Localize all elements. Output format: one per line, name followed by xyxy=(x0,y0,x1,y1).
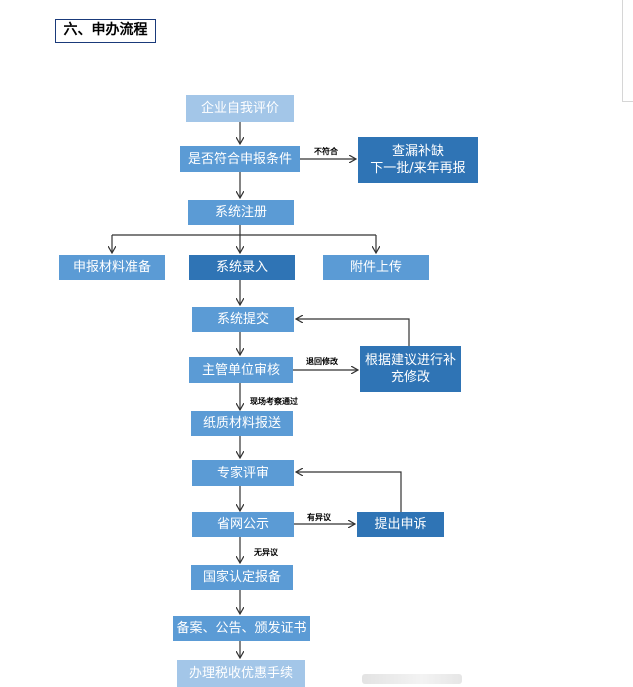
label-return-revise: 退回修改 xyxy=(306,357,338,366)
node-system-registration: 系统注册 xyxy=(188,200,294,225)
node-paper-submission: 纸质材料报送 xyxy=(191,411,293,436)
node-revise-per-suggestion: 根据建议进行补 充修改 xyxy=(360,346,461,392)
label-not-qualified: 不符合 xyxy=(314,147,338,156)
node-file-appeal: 提出申诉 xyxy=(357,512,444,537)
section-title: 六、申办流程 xyxy=(55,19,156,43)
node-fill-gaps: 查漏补缺 下一批/来年再报 xyxy=(358,137,478,183)
label-no-objection: 无异议 xyxy=(254,548,278,557)
node-attachment-upload: 附件上传 xyxy=(323,255,429,280)
node-tax-incentive: 办理税收优惠手续 xyxy=(177,660,305,687)
node-record-certificate: 备案、公告、颁发证书 xyxy=(173,616,310,641)
page-edge-line-tick xyxy=(622,101,633,102)
page-edge-line xyxy=(622,0,623,102)
node-eligibility-check: 是否符合申报条件 xyxy=(180,146,300,172)
edge-n10-n8 xyxy=(296,319,410,346)
node-system-entry: 系统录入 xyxy=(189,255,295,280)
node-national-filing: 国家认定报备 xyxy=(191,565,293,590)
node-self-assessment: 企业自我评价 xyxy=(186,95,294,122)
watermark xyxy=(362,674,462,684)
node-system-submit: 系统提交 xyxy=(192,307,294,332)
node-expert-review: 专家评审 xyxy=(192,460,294,486)
node-material-preparation: 申报材料准备 xyxy=(59,255,165,280)
label-has-objection: 有异议 xyxy=(307,513,331,522)
label-site-inspection-pass: 现场考察通过 xyxy=(250,397,298,406)
node-provincial-publicity: 省网公示 xyxy=(192,512,294,537)
edge-n14-n12 xyxy=(296,472,402,512)
node-authority-review: 主管单位审核 xyxy=(189,357,293,383)
